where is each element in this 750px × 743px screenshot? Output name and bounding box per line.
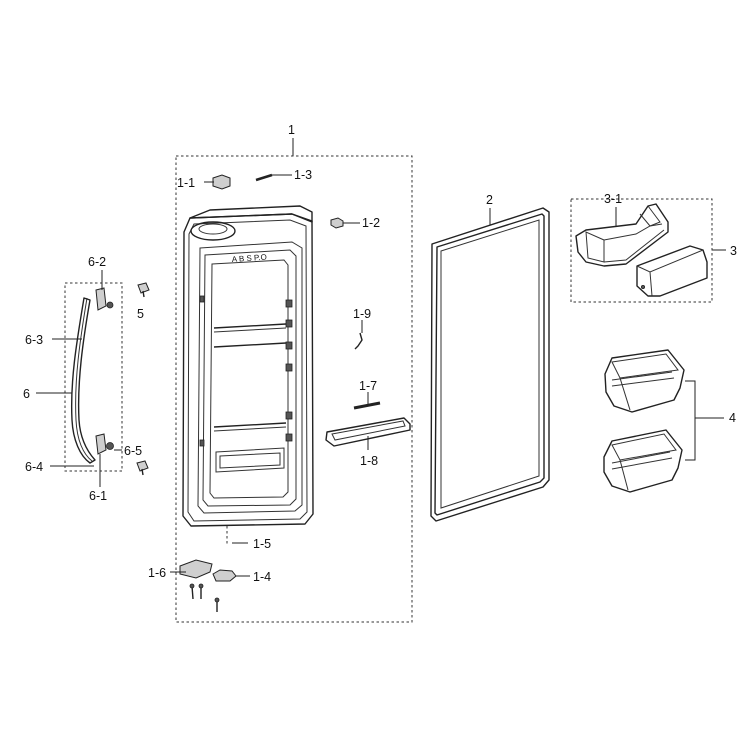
label-1-6: 1-6 — [148, 566, 166, 580]
part-6-1-clip — [95, 433, 107, 455]
part-1-1-hinge-cover — [212, 174, 231, 190]
label-6-3: 6-3 — [25, 333, 43, 347]
label-1-2: 1-2 — [362, 216, 380, 230]
label-3-1: 3-1 — [604, 192, 622, 206]
label-3: 3 — [730, 244, 737, 258]
label-6-4: 6-4 — [25, 460, 43, 474]
part-6-5-screw — [106, 442, 114, 450]
handle-assembly-boundary — [64, 282, 123, 472]
part-1-6-hinge-bracket — [179, 559, 213, 579]
part-1-8-door-trim — [325, 417, 411, 447]
label-1-5: 1-5 — [253, 537, 271, 551]
label-1-4: 1-4 — [253, 570, 271, 584]
door-assembly-group: A B S P.O — [148, 123, 413, 623]
label-5: 5 — [137, 307, 144, 321]
part-1-7-strip — [353, 401, 381, 410]
label-1-1: 1-1 — [177, 176, 195, 190]
door-bin-lower — [603, 429, 683, 493]
door-liner-marking: A B S P.O — [232, 253, 268, 264]
label-6-1: 6-1 — [89, 489, 107, 503]
part-6-handle — [70, 297, 96, 464]
door-bin-upper — [604, 349, 685, 413]
part-1-2-cap — [330, 217, 344, 229]
label-1-7: 1-7 — [359, 379, 377, 393]
door-assembly-boundary — [175, 155, 413, 623]
part-6-2-clip — [95, 287, 107, 311]
label-2: 2 — [486, 193, 493, 207]
label-6-2: 6-2 — [88, 255, 106, 269]
part-2-door-gasket: 2 — [430, 193, 550, 522]
part-3-1-bracket — [575, 203, 669, 267]
handle-assembly-group: 6-2 6-3 6 6-4 6-1 6-5 5 — [23, 255, 150, 503]
label-1-3: 1-3 — [294, 168, 312, 182]
part-4-door-bins: 4 — [603, 349, 736, 493]
dispenser-assembly-group: 3-1 3 — [570, 192, 737, 303]
part-1-4-hinge-cam — [212, 569, 237, 582]
label-1: 1 — [288, 123, 295, 137]
part-1-9-clip — [354, 332, 363, 350]
part-3-cover — [636, 245, 708, 297]
label-1-8: 1-8 — [360, 454, 378, 468]
label-4: 4 — [729, 411, 736, 425]
label-1-9: 1-9 — [353, 307, 371, 321]
label-6-5: 6-5 — [124, 444, 142, 458]
label-6: 6 — [23, 387, 30, 401]
part-1-3-strip — [255, 173, 273, 182]
part-5-screws — [136, 282, 150, 476]
door-body: A B S P.O — [182, 205, 314, 527]
